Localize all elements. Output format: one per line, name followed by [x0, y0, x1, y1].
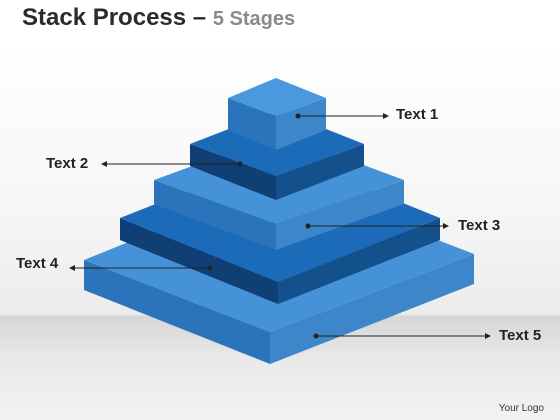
logo-text: Your Logo — [498, 403, 544, 414]
stage-4-right-face — [278, 218, 440, 304]
stage-5-label: Text 5 — [499, 327, 542, 344]
stage-1-left-face — [228, 98, 276, 150]
title-dash: – — [192, 4, 207, 31]
stage-1-top-face — [228, 78, 326, 116]
stage-3-left-face — [154, 180, 276, 250]
page-title: Stack Process – 5 Stages — [22, 4, 295, 32]
stage-4-label: Text 4 — [16, 255, 59, 272]
stage-2-right-face — [276, 144, 364, 200]
header: Stack Process – 5 Stages — [0, 0, 560, 40]
stage-3-label: Text 3 — [458, 217, 501, 234]
stage-1-label: Text 1 — [396, 106, 439, 123]
stage-2-label: Text 2 — [46, 155, 89, 172]
stage-1-layer — [228, 78, 326, 150]
connectors — [69, 113, 491, 339]
stage-3-right-face — [276, 180, 404, 250]
title-sub: 5 Stages — [212, 8, 296, 30]
stage-4-left-face — [120, 218, 278, 304]
stage-1-right-face — [276, 98, 326, 150]
stage-5-left-face — [84, 260, 270, 364]
title-main: Stack Process — [22, 4, 187, 31]
stage-2-left-face — [190, 144, 276, 200]
